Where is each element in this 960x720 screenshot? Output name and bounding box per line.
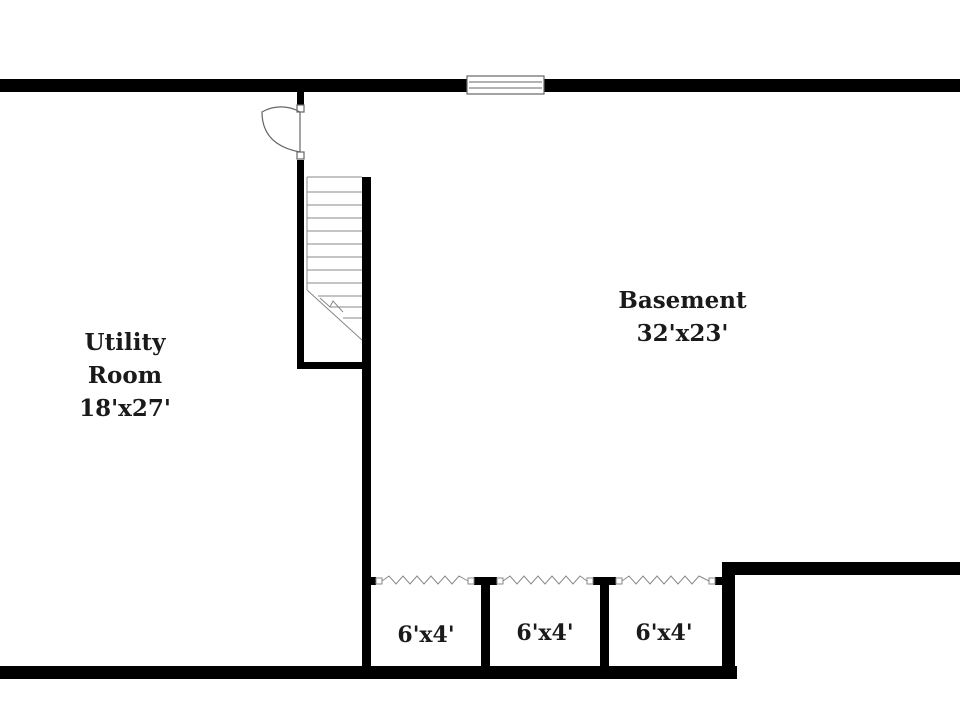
exterior-walls [0,79,960,679]
top-wall-right [544,79,960,92]
door-jamb-top [297,92,304,112]
door [261,104,305,160]
utility-room-size: 18'x27' [79,395,171,422]
closet-1-label: 6'x4' [397,622,455,648]
closet-doors [375,575,716,585]
utility-room-label: Utility Room 18'x27' [45,326,205,425]
utility-room-name-line2: Room [87,362,163,389]
closet-header-mid1 [474,577,497,585]
top-wall-left [0,79,467,92]
right-step-wall-vertical [722,562,735,679]
closet-2-label: 6'x4' [516,620,574,646]
right-step-wall-horizontal [722,562,960,575]
closet-header-mid2 [593,577,616,585]
closet-header-right [715,577,735,585]
stair-wall-left [297,160,304,368]
closet-divider-1 [481,578,490,670]
basement-name: Basement [618,287,747,314]
window [466,75,545,95]
basement-label: Basement 32'x23' [590,284,775,350]
closet-divider-2 [600,578,609,670]
basement-size: 32'x23' [636,320,729,347]
utility-room-name-line1: Utility [84,329,166,356]
interior-walls [297,92,735,673]
stair-wall-bottom [297,362,369,369]
closet-header-left [362,577,376,585]
closet-3-label: 6'x4' [635,620,693,646]
partition-wall [362,177,371,673]
staircase [306,176,363,341]
